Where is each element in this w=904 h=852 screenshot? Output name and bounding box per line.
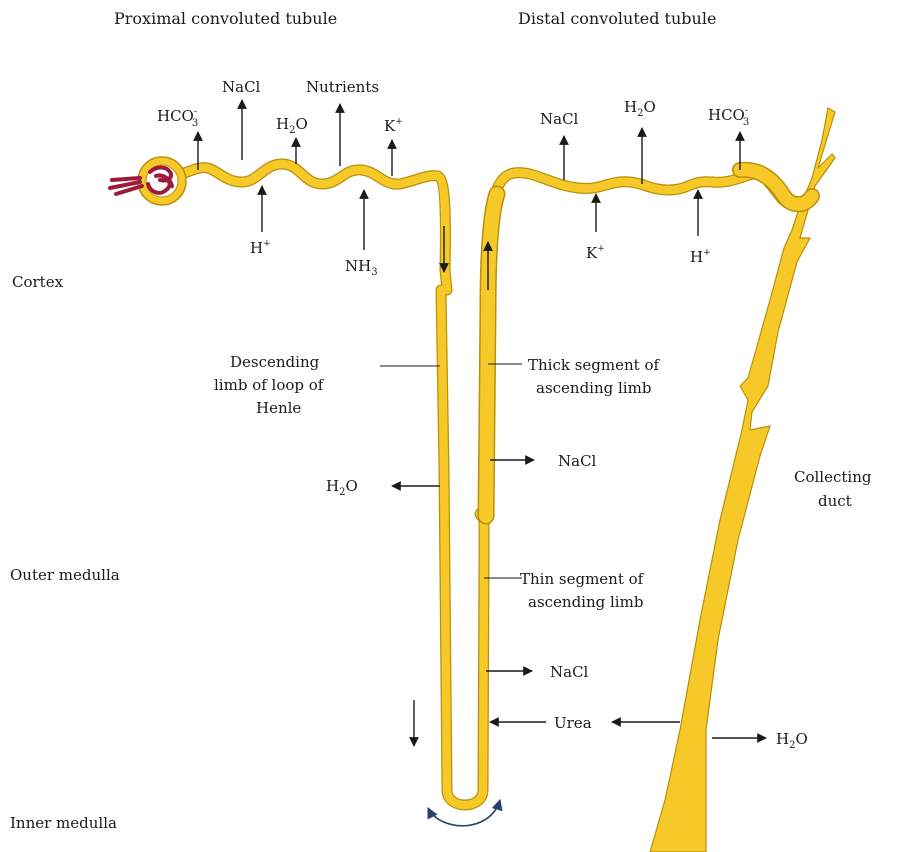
pct-nacl-label: NaCl	[222, 78, 261, 96]
collecting-duct-label-2: duct	[818, 492, 852, 510]
pct-title: Proximal convoluted tubule	[114, 9, 337, 28]
pct-nh3-label: NH3	[345, 257, 378, 278]
descending-limb-label-3: Henle	[256, 399, 301, 417]
zone-inner-medulla: Inner medulla	[10, 814, 117, 832]
dct-nacl-label: NaCl	[540, 110, 579, 128]
pct-h2o-label: H2O	[276, 115, 308, 136]
pct-hco3-label: HCO-3	[157, 107, 198, 129]
dct-h2o-label: H2O	[624, 98, 656, 119]
thick-ascending-label-2: ascending limb	[536, 379, 651, 397]
thin-ascending-label-1: Thin segment of	[520, 570, 645, 588]
collecting-duct-label-1: Collecting	[794, 468, 872, 486]
urea-label: Urea	[554, 714, 592, 732]
dct-title: Distal convoluted tubule	[518, 9, 716, 28]
cd-h2o-label: H2O	[776, 730, 808, 751]
dct-k-label: K+	[586, 244, 605, 262]
pct-nutrients-label: Nutrients	[306, 78, 379, 96]
thin-ascending-label-2: ascending limb	[528, 593, 643, 611]
descending-limb-label-2: limb of loop of	[214, 376, 325, 394]
nephron-tubule	[175, 164, 812, 805]
dct-h-label: H+	[690, 248, 711, 266]
dct-hco3-label: HCO-3	[708, 106, 749, 128]
zone-cortex: Cortex	[12, 273, 64, 291]
thin-nacl-label: NaCl	[550, 663, 589, 681]
desc-h2o-label: H2O	[326, 477, 358, 498]
thick-ascending-label-1: Thick segment of	[528, 356, 660, 374]
zone-outer-medulla: Outer medulla	[10, 566, 120, 584]
glomerulus-icon	[110, 157, 186, 205]
thick-nacl-label: NaCl	[558, 452, 597, 470]
pct-k-label: K+	[384, 117, 403, 135]
pct-h-label: H+	[250, 239, 271, 257]
leader-lines	[380, 364, 522, 578]
descending-limb-label-1: Descending	[230, 353, 320, 371]
